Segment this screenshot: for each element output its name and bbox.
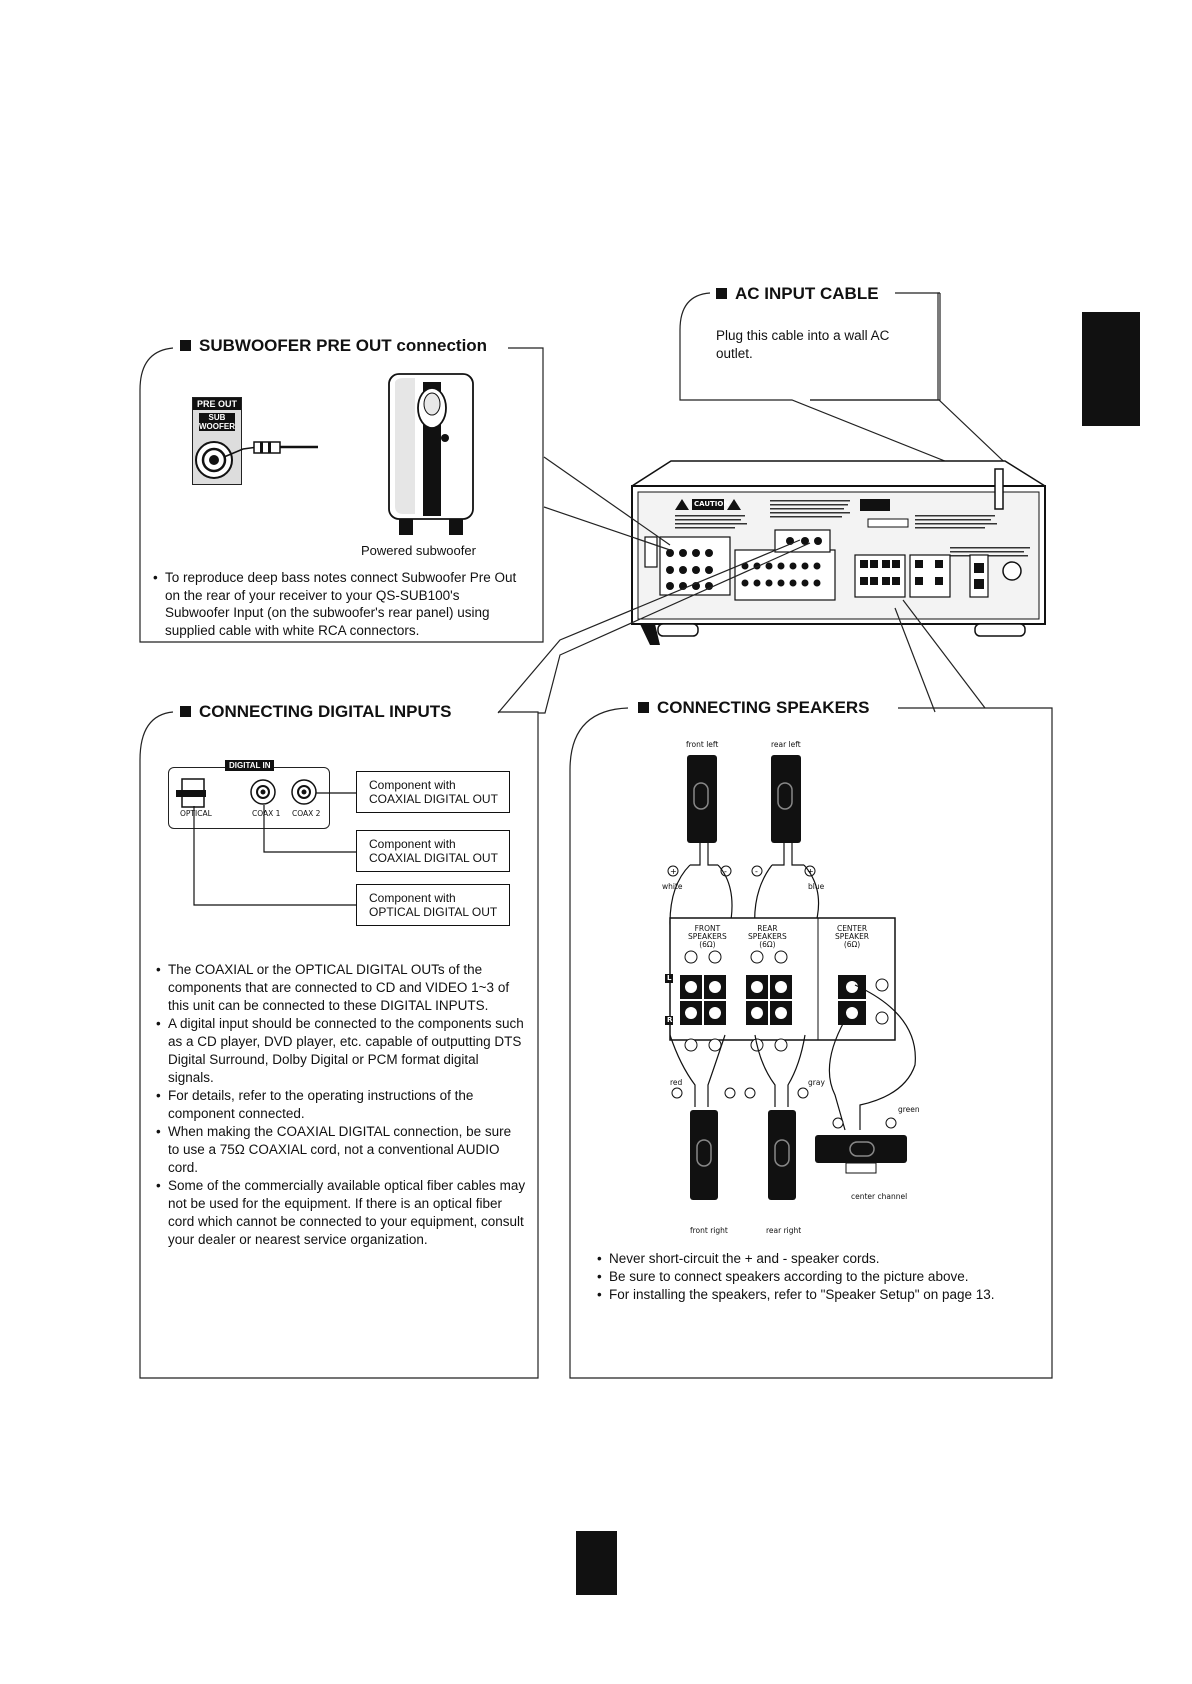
front-group-line1: FRONT — [694, 924, 721, 933]
sub-label: SUB — [199, 413, 235, 422]
receiver-rear-panel — [631, 460, 1046, 645]
component-box-coaxial-1: Component with COAXIAL DIGITAL OUT — [356, 771, 510, 813]
rear-group-line2: SPEAKERS — [748, 932, 787, 941]
front-group-label: FRONT SPEAKERS (6Ω) — [688, 925, 727, 949]
center-channel-label: center channel — [851, 1192, 908, 1201]
svg-text:+: + — [670, 867, 677, 876]
rear-group-label: REAR SPEAKERS (6Ω) — [748, 925, 787, 949]
subwoofer-title: SUBWOOFER PRE OUT connection — [174, 336, 494, 356]
ac-input-frame-lines — [810, 292, 941, 401]
subwoofer-bullet-text: To reproduce deep bass notes connect Sub… — [153, 569, 523, 639]
digital-connection-lines — [193, 792, 356, 906]
svg-text:-: - — [755, 867, 758, 876]
subwoofer-panel-frame — [139, 347, 544, 643]
optical-port-label: OPTICAL — [180, 809, 212, 818]
component-line1: Component with — [369, 837, 456, 851]
woofer-label: WOOFER — [199, 422, 235, 431]
square-bullet-icon — [638, 702, 649, 713]
pre-out-label: PRE OUT — [193, 398, 241, 410]
l-channel-label: L — [667, 974, 672, 982]
component-line2: COAXIAL DIGITAL OUT — [369, 851, 498, 865]
square-bullet-icon — [716, 288, 727, 299]
speakers-bullet-2: Be sure to connect speakers according to… — [597, 1268, 1037, 1286]
page-number-block — [576, 1531, 617, 1595]
digital-bullet-3: For details, refer to the operating inst… — [156, 1087, 526, 1123]
center-group-line2: SPEAKER — [835, 932, 870, 941]
center-group-label: CENTER SPEAKER (6Ω) — [835, 925, 869, 949]
r-channel-label: R — [667, 1016, 673, 1024]
digital-in-label: DIGITAL IN — [225, 760, 275, 771]
speakers-panel-frame — [569, 707, 1053, 1379]
rear-group-line1: REAR — [757, 924, 778, 933]
caution-label: CAUTION — [694, 500, 730, 508]
subwoofer-bullet: To reproduce deep bass notes connect Sub… — [153, 569, 523, 639]
coax2-port-label: COAX 2 — [292, 809, 321, 818]
side-tab — [1082, 312, 1140, 426]
rca-cable-icon — [195, 441, 318, 479]
digital-bullets: The COAXIAL or the OPTICAL DIGITAL OUTs … — [156, 961, 526, 1249]
red-wire-label: red — [670, 1078, 683, 1087]
square-bullet-icon — [180, 340, 191, 351]
powered-subwoofer-icon — [388, 373, 474, 535]
ac-input-title: AC INPUT CABLE — [710, 284, 885, 304]
ac-input-text: Plug this cable into a wall AC outlet. — [716, 328, 890, 361]
square-bullet-icon — [180, 706, 191, 717]
white-wire-label: white — [662, 882, 683, 891]
rear-right-label: rear right — [766, 1226, 802, 1235]
digital-panel-frame — [139, 711, 539, 1379]
digital-bullet-4: When making the COAXIAL DIGITAL connecti… — [156, 1123, 526, 1177]
svg-text:+: + — [807, 867, 814, 876]
component-line1: Component with — [369, 891, 456, 905]
digital-inputs-title: CONNECTING DIGITAL INPUTS — [174, 702, 458, 722]
svg-text:-: - — [724, 867, 727, 876]
coax1-port-label: COAX 1 — [252, 809, 281, 818]
component-line2: OPTICAL DIGITAL OUT — [369, 905, 498, 919]
green-wire-label: green — [898, 1105, 920, 1114]
digital-bullet-5: Some of the commercially available optic… — [156, 1177, 526, 1249]
component-line1: Component with — [369, 778, 456, 792]
component-box-coaxial-2: Component with COAXIAL DIGITAL OUT — [356, 830, 510, 872]
digital-bullet-2: A digital input should be connected to t… — [156, 1015, 526, 1087]
speakers-bullet-3: For installing the speakers, refer to "S… — [597, 1286, 1037, 1304]
center-group-impedance: (6Ω) — [843, 940, 861, 949]
front-left-label: front left — [686, 740, 719, 749]
rear-group-impedance: (6Ω) — [759, 940, 776, 949]
front-group-impedance: (6Ω) — [699, 940, 716, 949]
speakers-title: CONNECTING SPEAKERS — [632, 698, 876, 718]
powered-subwoofer-caption: Powered subwoofer — [361, 543, 476, 558]
front-right-label: front right — [690, 1226, 728, 1235]
center-group-line1: CENTER — [836, 924, 868, 933]
speakers-bullets: Never short-circuit the + and - speaker … — [597, 1250, 1037, 1304]
digital-bullet-1: The COAXIAL or the OPTICAL DIGITAL OUTs … — [156, 961, 526, 1015]
component-line2: COAXIAL DIGITAL OUT — [369, 792, 498, 806]
blue-wire-label: blue — [808, 882, 825, 891]
speakers-bullet-1: Never short-circuit the + and - speaker … — [597, 1250, 1037, 1268]
callout-lines — [497, 456, 986, 714]
gray-wire-label: gray — [808, 1078, 825, 1087]
speaker-wiring-diagram: + - - + — [665, 755, 916, 1200]
rear-left-label: rear left — [771, 740, 801, 749]
front-group-line2: SPEAKERS — [688, 932, 727, 941]
digital-ports-icon — [176, 778, 317, 808]
component-box-optical: Component with OPTICAL DIGITAL OUT — [356, 884, 510, 926]
